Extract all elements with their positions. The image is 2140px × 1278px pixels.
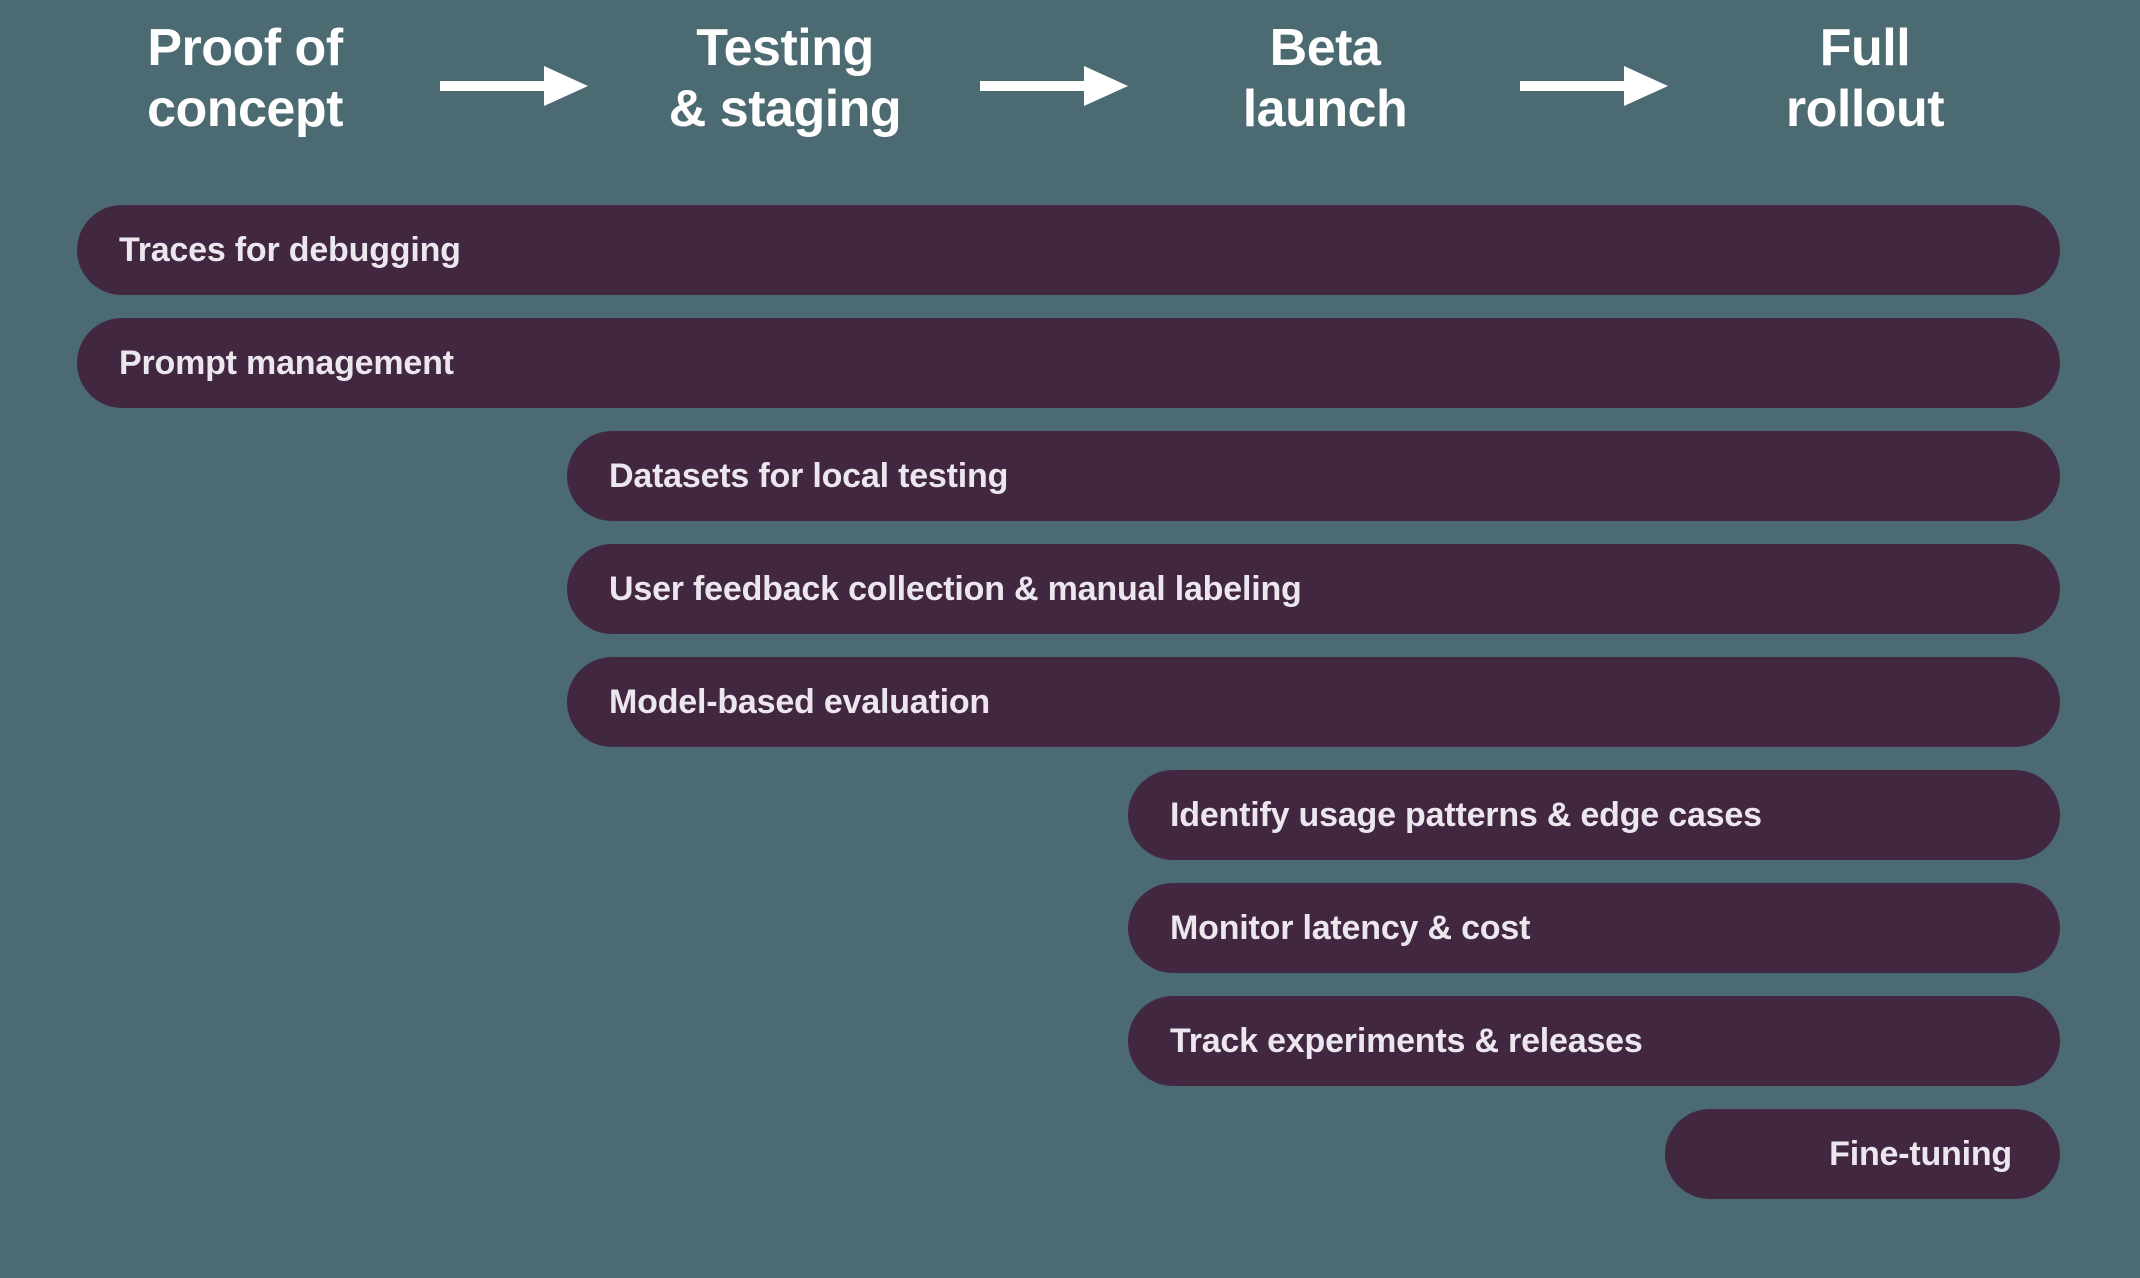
capability-bar[interactable]: Fine-tuning [1665,1109,2060,1199]
arrow-right-icon [980,62,1130,110]
capability-bar-label: Track experiments & releases [1170,1021,1643,1060]
capability-bar-label: Prompt management [119,343,454,382]
arrow-right-icon [1520,62,1670,110]
capability-bar[interactable]: Traces for debugging [77,205,2060,295]
capability-bar-label: User feedback collection & manual labeli… [609,569,1302,608]
arrow-right-icon [440,62,590,110]
capability-bar[interactable]: Identify usage patterns & edge cases [1128,770,2060,860]
capability-bar[interactable]: Datasets for local testing [567,431,2060,521]
capability-bar-label: Datasets for local testing [609,456,1009,495]
stage-label-proof-of-concept: Proof of concept [147,19,343,139]
capability-bar-label: Monitor latency & cost [1170,908,1531,947]
capability-bar[interactable]: Monitor latency & cost [1128,883,2060,973]
capability-bar[interactable]: Track experiments & releases [1128,996,2060,1086]
capability-bar-label: Traces for debugging [119,230,461,269]
capability-bar-label: Identify usage patterns & edge cases [1170,795,1762,834]
stage-label-beta-launch: Beta launch [1242,19,1408,139]
capability-bar-label: Model-based evaluation [609,682,991,721]
stage-header-row: Proof of concept Testing & staging Beta … [0,0,2140,180]
stage-label-testing-and-staging: Testing & staging [668,19,902,139]
capability-bar[interactable]: Model-based evaluation [567,657,2060,747]
capability-bar[interactable]: Prompt management [77,318,2060,408]
capability-bar[interactable]: User feedback collection & manual labeli… [567,544,2060,634]
stage-label-full-rollout: Full rollout [1785,19,1945,139]
capability-bar-label: Fine-tuning [1829,1134,2012,1173]
